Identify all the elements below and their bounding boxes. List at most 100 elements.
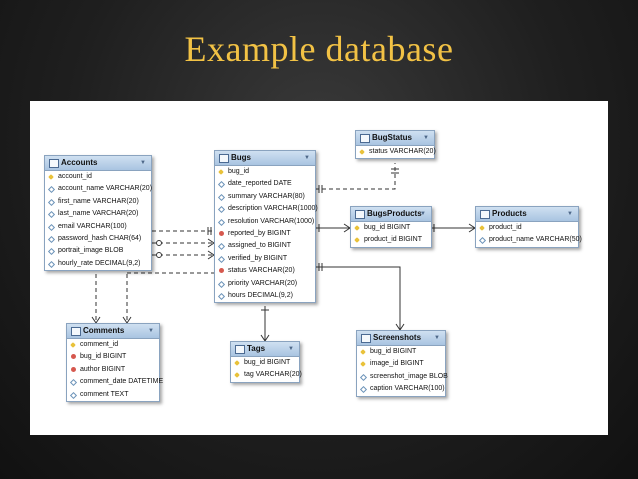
table-column[interactable]: caption VARCHAR(100) xyxy=(357,383,445,395)
column-label: product_id BIGINT xyxy=(364,236,422,244)
foreign-key-icon xyxy=(219,268,224,274)
table-column[interactable]: comment TEXT xyxy=(67,389,159,401)
column-icon xyxy=(217,292,226,300)
table-icon xyxy=(361,334,371,343)
table-column[interactable]: status VARCHAR(20) xyxy=(356,146,436,158)
bugsproducts-table[interactable]: BugsProducts▼ bug_id BIGINT product_id BI… xyxy=(350,206,432,248)
table-column[interactable]: status VARCHAR(20) xyxy=(215,265,315,277)
table-column[interactable]: date_reported DATE xyxy=(215,178,315,190)
chevron-down-icon[interactable]: ▼ xyxy=(567,211,573,217)
table-column[interactable]: account_name VARCHAR(20) xyxy=(45,183,153,195)
er-diagram-canvas: Accounts ▼ account_id account_name VARCHAR… xyxy=(30,101,608,435)
column-label: password_hash CHAR(64) xyxy=(58,234,142,242)
column-label: assigned_to BIGINT xyxy=(228,242,292,250)
bugs-table-header[interactable]: Bugs ▼ xyxy=(215,151,315,166)
column-icon xyxy=(47,235,56,243)
foreign-key-icon xyxy=(71,354,76,360)
rel-bugs-screenshots xyxy=(315,266,401,330)
column-label: bug_id BIGINT xyxy=(244,359,291,366)
table-icon xyxy=(235,345,245,354)
tags-table[interactable]: Tags ▼ bug_id BIGINT tag VARCHAR(20) xyxy=(230,341,302,383)
chevron-down-icon[interactable]: ▼ xyxy=(420,211,426,217)
column-label: product_name VARCHAR(50) xyxy=(489,236,582,244)
chevron-down-icon[interactable]: ▼ xyxy=(434,335,440,341)
chevron-down-icon[interactable]: ▼ xyxy=(423,135,429,141)
column-icon xyxy=(359,373,368,381)
table-column[interactable]: bug_id BIGINT xyxy=(67,351,159,363)
column-icon xyxy=(69,379,78,387)
chevron-down-icon[interactable]: ▼ xyxy=(140,160,146,166)
table-column[interactable]: screenshot_image BLOB xyxy=(357,371,448,383)
table-column[interactable]: resolution VARCHAR(1000) xyxy=(215,216,315,228)
column-label: account_name VARCHAR(20) xyxy=(58,185,153,193)
column-label: author BIGINT xyxy=(80,365,126,373)
table-column[interactable]: email VARCHAR(100) xyxy=(45,221,151,233)
accounts-table[interactable]: Accounts ▼ account_id account_name VARCHAR… xyxy=(44,155,153,272)
primary-key-icon xyxy=(359,149,365,155)
column-icon xyxy=(47,248,56,256)
column-label: comment_date DATETIME xyxy=(80,378,164,386)
column-icon xyxy=(217,218,226,226)
products-table[interactable]: Products▼ product_id product_name VARCHAR… xyxy=(475,206,582,248)
table-column[interactable]: last_name VARCHAR(20) xyxy=(45,208,151,220)
bugs-table-name: Bugs xyxy=(231,153,251,162)
chevron-down-icon[interactable]: ▼ xyxy=(288,346,294,352)
tags-table-header[interactable]: Tags ▼ xyxy=(231,342,299,357)
table-column[interactable]: reported_by BIGINT xyxy=(215,228,315,240)
table-icon xyxy=(480,210,490,219)
column-label: image_id BIGINT xyxy=(370,360,424,368)
table-column[interactable]: hourly_rate DECIMAL(9,2) xyxy=(45,258,151,270)
column-label: date_reported DATE xyxy=(228,180,292,188)
table-column[interactable]: verified_by BIGINT xyxy=(215,253,315,265)
table-column[interactable]: description VARCHAR(1000) xyxy=(215,203,318,215)
table-column[interactable]: portrait_image BLOB xyxy=(45,245,151,257)
table-column[interactable]: product_name VARCHAR(50) xyxy=(476,234,582,246)
table-column[interactable]: hours DECIMAL(9,2) xyxy=(215,290,315,302)
table-column[interactable]: image_id BIGINT xyxy=(357,358,445,370)
table-column[interactable]: password_hash CHAR(64) xyxy=(45,233,151,245)
products-table-header[interactable]: Products▼ xyxy=(476,207,578,222)
table-column[interactable]: author BIGINT xyxy=(67,364,159,376)
column-label: email VARCHAR(100) xyxy=(58,222,127,230)
accounts-table-name: Accounts xyxy=(61,158,98,167)
screenshots-table[interactable]: Screenshots▼ bug_id BIGINT image_id BIGIN… xyxy=(356,330,448,397)
bugs-table[interactable]: Bugs ▼ bug_id date_reported DATE summary VA… xyxy=(214,150,318,304)
table-column[interactable]: account_id xyxy=(45,171,151,183)
bugstatus-table-header[interactable]: BugStatus▼ xyxy=(356,131,434,146)
tags-table-name: Tags xyxy=(247,344,266,353)
primary-key-icon xyxy=(218,169,224,175)
table-column[interactable]: first_name VARCHAR(20) xyxy=(45,196,151,208)
primary-key-icon xyxy=(48,174,54,180)
table-column[interactable]: summary VARCHAR(80) xyxy=(215,191,315,203)
chevron-down-icon[interactable]: ▼ xyxy=(304,155,310,161)
comments-table-header[interactable]: Comments▼ xyxy=(67,324,159,339)
bugsproducts-table-header[interactable]: BugsProducts▼ xyxy=(351,207,431,222)
column-label: first_name VARCHAR(20) xyxy=(58,197,139,205)
column-label: bug_id BIGINT xyxy=(364,224,411,231)
table-column[interactable]: comment_id xyxy=(67,339,159,351)
screenshots-table-header[interactable]: Screenshots▼ xyxy=(357,331,445,346)
table-column[interactable]: tag VARCHAR(20) xyxy=(231,369,302,381)
table-column[interactable]: bug_id xyxy=(215,166,315,178)
table-column[interactable]: priority VARCHAR(20) xyxy=(215,278,315,290)
table-column[interactable]: bug_id BIGINT xyxy=(351,222,431,234)
table-column[interactable]: product_id xyxy=(476,222,578,234)
table-column[interactable]: assigned_to BIGINT xyxy=(215,240,315,252)
table-column[interactable]: bug_id BIGINT xyxy=(231,357,299,369)
chevron-down-icon[interactable]: ▼ xyxy=(148,328,154,334)
primary-key-icon xyxy=(354,225,360,231)
column-label: bug_id xyxy=(228,168,250,175)
table-column[interactable]: product_id BIGINT xyxy=(351,234,431,246)
bugstatus-table[interactable]: BugStatus▼ status VARCHAR(20) xyxy=(355,130,436,160)
table-column[interactable]: bug_id BIGINT xyxy=(357,346,445,358)
column-icon xyxy=(69,391,78,399)
column-icon xyxy=(217,193,226,201)
slide-title: Example database xyxy=(184,29,454,69)
primary-key-icon xyxy=(360,361,366,368)
primary-key-icon xyxy=(354,237,360,244)
table-column[interactable]: comment_date DATETIME xyxy=(67,376,163,388)
column-label: verified_by BIGINT xyxy=(228,254,288,262)
accounts-table-header[interactable]: Accounts ▼ xyxy=(45,156,151,171)
table-icon xyxy=(360,134,370,143)
